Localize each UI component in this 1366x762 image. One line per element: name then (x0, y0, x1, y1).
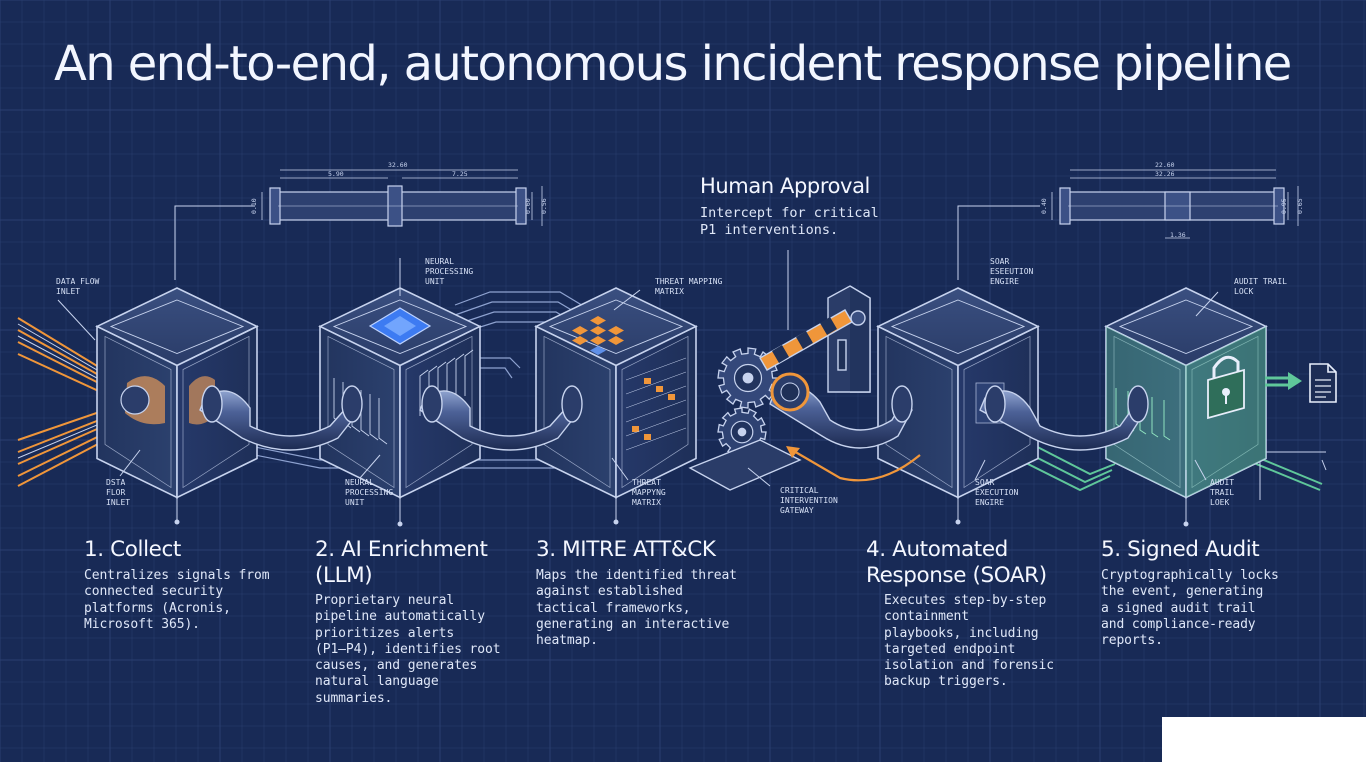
label-audit-trail-lock: AUDIT TRAIL LOCK (1234, 277, 1287, 296)
step-collect-description: Centralizes signals from connected secur… (84, 568, 270, 632)
corner-panel (1162, 717, 1366, 762)
dim-right-d3: 0.65 (1296, 198, 1304, 214)
label-critical-intervention-gateway: CRITICAL INTERVENTION GATEWAY (780, 486, 838, 515)
dim-left-a: 5.90 (328, 170, 344, 178)
label-soar-execution-engine-lower: SOAR EXECUTION ENGIRE (975, 478, 1019, 507)
dim-right-b: 1.36 (1170, 231, 1186, 239)
chip-icon (368, 307, 432, 345)
dim-right-d2: 0.95 (1280, 198, 1288, 214)
cube-mitre (534, 287, 698, 499)
label-threat-mapping-matrix: THREAT MAPPING MATRIX (655, 277, 723, 296)
label-data-flow-inlet: DATA FLOW INLET (56, 277, 100, 296)
step-automated-response-description: Executes step-by-step containment playbo… (884, 593, 1054, 690)
human-approval-title: Human Approval (700, 174, 870, 198)
barrier-icon (688, 285, 871, 491)
human-approval-description: Intercept for critical P1 interventions. (700, 205, 879, 238)
dim-left-d2: 0.60 (524, 198, 532, 214)
step-ai-enrichment-description: Proprietary neural pipeline automaticall… (315, 593, 501, 706)
label-audit-trail-lock-lower: AUDIT TRAIL LOEK (1210, 478, 1235, 507)
step-signed-audit-description: Cryptographically locks the event, gener… (1101, 568, 1279, 649)
step-automated-response-title: 4. Automated Response (SOAR) (866, 537, 1047, 588)
step-collect-title: 1. Collect (84, 537, 181, 562)
dimension-drawing-left (261, 169, 543, 227)
label-data-flow-inlet-lower: DSTA FLOR INLET (106, 478, 131, 507)
document-icon (1309, 363, 1337, 403)
dim-right-d1: 0.40 (1040, 198, 1048, 214)
step-signed-audit-title: 5. Signed Audit (1101, 537, 1260, 562)
dimension-drawing-right (1051, 169, 1299, 239)
label-neural-processing-unit-lower: NEURAL PROCESSING UNIT (345, 478, 394, 507)
dim-left-d3: 0.56 (540, 198, 548, 214)
dim-left-overall: 32.60 (388, 161, 408, 169)
label-neural-processing-unit: NEURAL PROCESSING UNIT (425, 257, 474, 286)
dim-left-b: 7.25 (452, 170, 468, 178)
dim-right-a: 32.26 (1155, 170, 1175, 178)
page-title: An end-to-end, autonomous incident respo… (54, 36, 1292, 92)
step-mitre-description: Maps the identified threat against estab… (536, 568, 737, 649)
label-soar-execution-engine: SOAR ESEEUTION ENGIRE (990, 257, 1034, 286)
step-mitre-title: 3. MITRE ATT&CK (536, 537, 716, 562)
label-threat-mapping-matrix-lower: THREAT MAPPYNG MATRIX (632, 478, 666, 507)
dim-left-d1: 0.10 (250, 198, 258, 214)
dim-right-overall: 22.60 (1155, 161, 1175, 169)
callout-leaders (57, 205, 1219, 522)
step-ai-enrichment-title: 2. AI Enrichment (LLM) (315, 537, 488, 588)
padlock-icon (1207, 355, 1245, 420)
